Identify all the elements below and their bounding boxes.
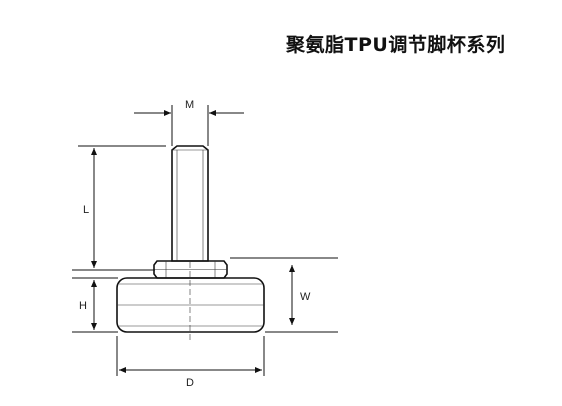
threaded-stud	[171, 145, 209, 262]
dimension-l	[72, 145, 166, 271]
hex-nut	[153, 260, 228, 279]
dimension-m	[134, 105, 244, 146]
dimension-l-label: L	[83, 204, 89, 216]
dimension-h-label: H	[79, 300, 87, 312]
dimension-m-label: M	[185, 99, 194, 111]
dimension-h	[72, 277, 118, 333]
base-pad	[116, 277, 265, 333]
dimension-w-label: W	[300, 291, 311, 303]
dimension-d-label: D	[186, 377, 194, 389]
page-title: 聚氨脂TPU调节脚杯系列	[286, 34, 506, 56]
dimension-d	[116, 336, 265, 376]
dimension-w	[230, 257, 338, 333]
